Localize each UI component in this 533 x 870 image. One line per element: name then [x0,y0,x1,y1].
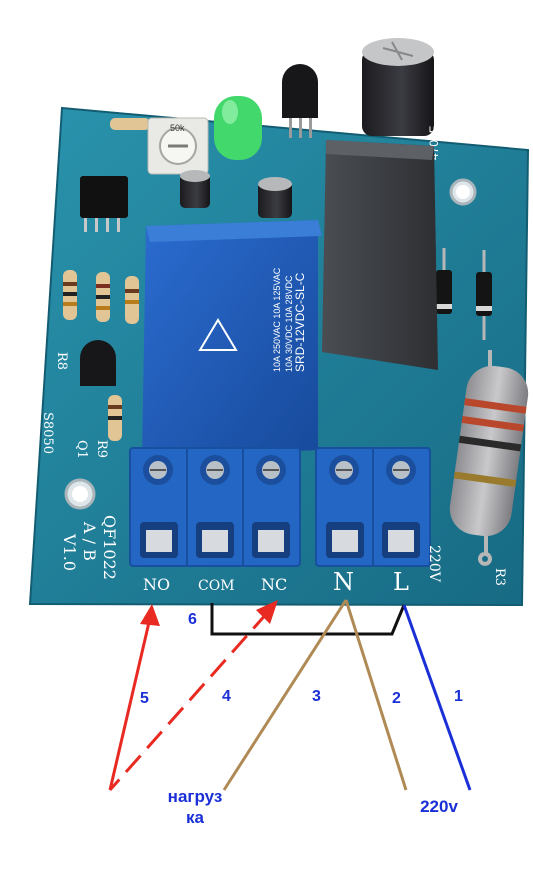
resistor-group-left [63,118,150,441]
transistor-q1 [80,340,116,386]
silk-r3: R3 [492,568,507,586]
wire-label-5: 5 [140,690,149,707]
load-label: нагруз ка [167,787,223,827]
wire-3 [222,599,348,791]
wire-5 [108,617,152,791]
capacitor-small-2 [258,177,292,218]
relay-blue: SRD-12VDC-SL-C 10A 250VAC 10A 125VAC 10A… [142,220,322,458]
terminal-label-nc: NC [261,575,287,594]
silk-r8: R8 [54,352,69,370]
wire-label-2: 2 [392,690,401,707]
arrow-5 [140,604,160,626]
transistor-top [282,64,318,138]
relay-rating-2: 10A 30VDC 10A 28VDC [284,275,294,372]
silk-voltage: 220V [426,545,442,583]
silk-version: V1.0 [60,533,79,571]
silk-q1: Q1 [74,440,89,459]
diodes [436,248,492,340]
pot-label: 50k [170,123,185,133]
terminal-label-com: COM [198,578,235,594]
terminal-label-l: L [393,568,409,596]
wire-6-jumper [210,603,406,636]
potentiometer: 50k [147,117,209,175]
silk-transistor: S8050 [40,412,55,454]
wire-4 [108,611,270,791]
terminal-block-3way [129,447,301,567]
capacitor-large: 470uF [362,38,441,160]
silk-r9: R9 [94,440,109,458]
mounting-holes [64,178,477,510]
terminal-label-no: NO [143,575,170,594]
green-led [214,96,262,160]
wire-label-3: 3 [312,688,321,705]
power-resistor [449,350,529,566]
relay-model: SRD-12VDC-SL-C [293,272,307,372]
silk-variant: A / B [80,521,99,561]
wire-label-1: 1 [454,688,463,705]
wire-2 [344,599,408,791]
supply-label: 220v [420,797,458,816]
arrow-4 [256,600,278,624]
wire-1 [402,604,472,791]
relay-rating-1: 10A 250VAC 10A 125VAC [272,267,282,372]
capacitor-small-1 [180,170,210,208]
ic-chip [80,176,128,232]
terminal-label-n: N [333,568,354,596]
silk-model: QF1022 [100,515,119,580]
terminal-block-2way [315,447,431,567]
wire-label-4: 4 [222,688,231,705]
wire-label-6: 6 [188,611,197,628]
relay-grey [322,140,438,370]
